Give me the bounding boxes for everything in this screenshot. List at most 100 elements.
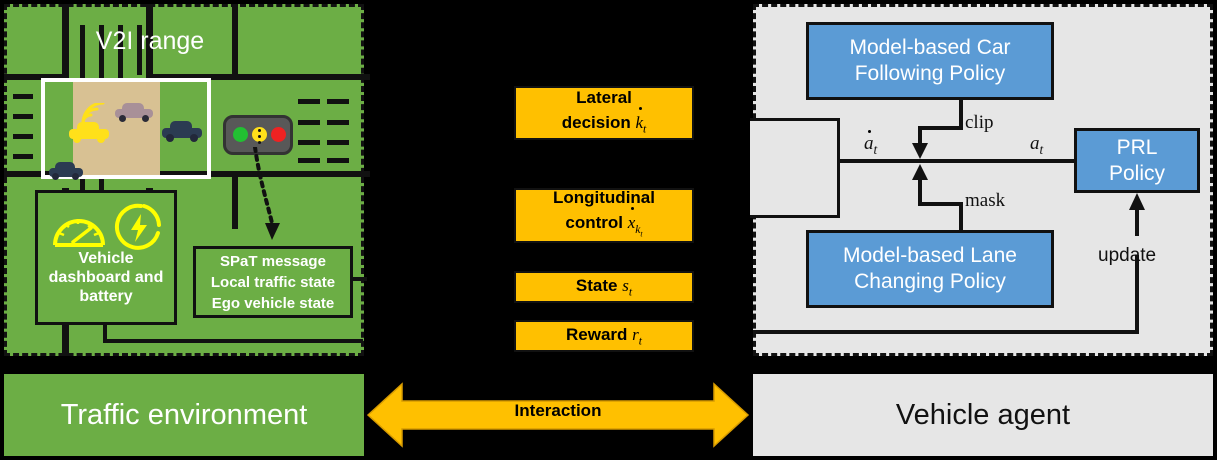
- signal-line-text: control: [565, 213, 623, 233]
- lane-dash: [99, 52, 104, 80]
- traffic-light-dot: [258, 135, 261, 138]
- signal-box-longitudinal-control[interactable]: Longitudinal control xkt: [514, 188, 694, 243]
- traffic-environment-panel: V2I range: [4, 4, 370, 356]
- signal-line: Lateral: [576, 87, 632, 107]
- traffic-light-dot: [258, 129, 261, 132]
- footer-right-label: Vehicle agent: [895, 398, 1071, 431]
- lane-dash: [327, 120, 349, 125]
- connector-dashboard-right: [103, 339, 363, 343]
- lane-dash: [80, 52, 85, 82]
- update-arrowhead-up: [1129, 193, 1145, 210]
- spat-message-box: SPaT message Local traffic state Ego veh…: [193, 246, 353, 318]
- raw-action-label: at: [864, 129, 878, 157]
- lane-dash: [99, 25, 104, 75]
- lane-dash: [137, 25, 142, 75]
- v2i-signal-icon: [81, 103, 105, 125]
- spat-line: Local traffic state: [210, 273, 336, 291]
- lane-dash: [327, 99, 349, 104]
- lane-dash: [118, 25, 123, 75]
- symbol-k-dot-t: kt: [635, 107, 646, 135]
- traffic-light: [223, 115, 293, 155]
- clip-arrowhead-down: [912, 143, 928, 159]
- signal-box-state[interactable]: State st: [514, 271, 694, 303]
- road-edge-horizontal-left-top: [4, 74, 64, 80]
- lane-dash: [118, 52, 123, 80]
- x-symbol: x: [628, 207, 635, 235]
- flow-line-action: [838, 159, 1074, 163]
- model-based-car-following-policy-box[interactable]: Model-based Car Following Policy: [806, 22, 1054, 100]
- signal-line-text: Reward: [566, 324, 628, 344]
- update-rail-vertical-upper: [1135, 203, 1139, 236]
- traffic-light-green-lamp: [233, 127, 248, 142]
- connector-spat-right: [351, 277, 367, 281]
- road-corner-bottom-right: [232, 171, 238, 229]
- road-edge-horizontal-right-top: [150, 74, 370, 80]
- signal-line: control xkt: [565, 207, 643, 246]
- model-based-lane-changing-policy-box[interactable]: Model-based Lane Changing Policy: [806, 230, 1054, 308]
- footer-left-label: Traffic environment: [60, 398, 308, 431]
- mask-branch-vertical-up: [918, 180, 922, 205]
- final-action-label: at: [1030, 133, 1044, 157]
- lane-dash: [327, 140, 349, 145]
- policy-line: Model-based Car: [849, 36, 1011, 59]
- signal-line: Reward rt: [566, 325, 642, 347]
- lane-dash: [327, 158, 349, 163]
- road-edge-horizontal-left-bottom: [4, 171, 64, 177]
- interaction-double-arrow: [366, 382, 750, 448]
- policy-line: Changing Policy: [854, 270, 1006, 293]
- update-rail-horizontal: [753, 330, 1139, 334]
- k-symbol: k: [635, 107, 643, 135]
- lane-dash: [13, 134, 33, 139]
- vehicle-dashboard-label: Vehicle dashboard and battery: [38, 249, 174, 306]
- mask-arrowhead-up: [912, 164, 928, 180]
- signal-box-reward[interactable]: Reward rt: [514, 320, 694, 352]
- road-edge-vertical-top-right: [146, 4, 153, 79]
- dashboard-line: dashboard and: [48, 269, 164, 286]
- update-rail-vertical-lower: [1135, 255, 1139, 334]
- adjacent-vehicle-right: [162, 121, 202, 142]
- vehicle-dashboard-box: Vehicle dashboard and battery: [35, 190, 177, 325]
- spat-line: SPaT message: [220, 252, 326, 270]
- page-title: V2I range: [95, 27, 205, 55]
- policy-line: Model-based Lane: [843, 244, 1017, 267]
- mask-branch-horizontal: [918, 202, 963, 206]
- trailing-vehicle: [49, 162, 83, 180]
- clip-label: clip: [965, 112, 994, 133]
- symbol-r-t: rt: [632, 324, 642, 348]
- signal-box-lateral-decision[interactable]: Lateral decision kt: [514, 86, 694, 140]
- traffic-light-dot: [258, 141, 261, 144]
- footer-traffic-environment: Traffic environment: [4, 374, 364, 456]
- connector-gap-lateral: [364, 128, 516, 132]
- spat-broadcast-arrow: [253, 147, 280, 240]
- leading-vehicle: [115, 103, 153, 122]
- update-label: update: [1098, 245, 1157, 266]
- lane-dash: [13, 114, 33, 119]
- speedometer-icon: [53, 219, 105, 247]
- lane-dash: [13, 154, 33, 159]
- policy-line: Following Policy: [854, 62, 1006, 85]
- spat-line: Ego vehicle state: [211, 294, 335, 312]
- lane-dash: [80, 25, 85, 75]
- signal-line: Longitudinal: [553, 188, 655, 208]
- signal-line: State st: [576, 276, 632, 298]
- signal-line: decision kt: [561, 107, 646, 141]
- battery-charge-icon: [114, 203, 161, 250]
- dashboard-line: battery: [79, 288, 133, 305]
- v2i-highlight-box: [41, 78, 211, 179]
- clip-branch-vertical-down: [918, 126, 922, 148]
- symbol-s-t: st: [622, 275, 633, 299]
- agent-input-box-partial: [750, 118, 840, 218]
- connector-dashboard-down: [103, 323, 107, 343]
- lane-dash: [13, 94, 33, 99]
- footer-vehicle-agent: Vehicle agent: [753, 374, 1213, 456]
- ego-vehicle: [69, 122, 109, 143]
- dashboard-line: Vehicle: [78, 250, 134, 267]
- policy-line: PRL: [1116, 135, 1158, 159]
- mask-label: mask: [965, 190, 1006, 211]
- signal-line-text: State: [575, 275, 618, 295]
- signal-line-text: decision: [561, 112, 631, 132]
- mask-branch-vertical-bottom: [959, 206, 963, 232]
- traffic-light-yellow-lamp: [252, 127, 267, 142]
- prl-policy-box[interactable]: PRL Policy: [1074, 128, 1200, 193]
